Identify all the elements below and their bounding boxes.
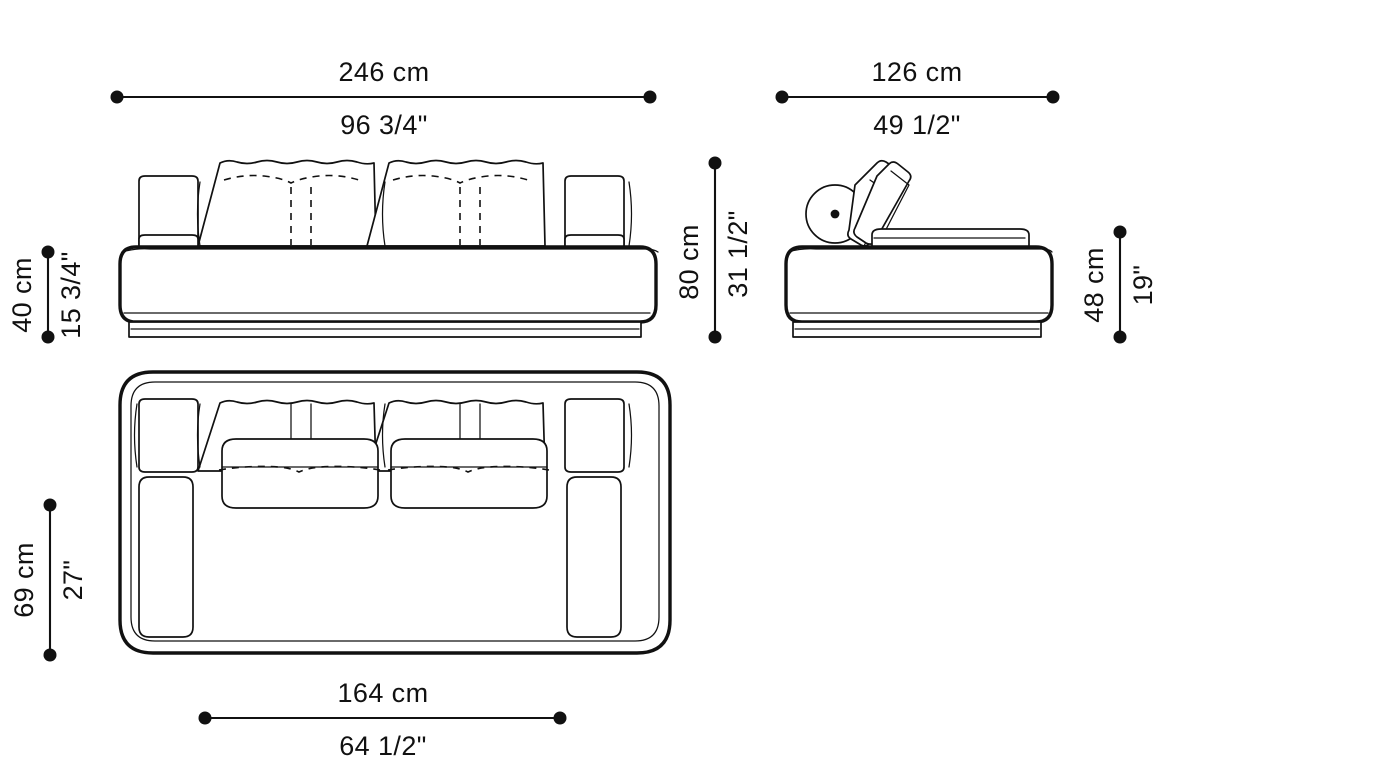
dimension-endpoint-dot: [43, 648, 57, 662]
plan-right-seat-cushion: [387, 438, 550, 509]
dimension-label-imperial: 64 1/2": [339, 731, 426, 761]
dimension-label-imperial: 19": [1128, 265, 1158, 306]
plan-left-arm-back-pad: [133, 398, 199, 473]
side-plinth: [792, 321, 1042, 338]
top-plan-view: [118, 370, 672, 655]
dimension-endpoint-dot: [110, 90, 124, 104]
dimension-plan-seat-width: 164 cm 64 1/2": [198, 678, 567, 761]
side-elevation-view: [784, 159, 1054, 338]
dimension-front-width: 246 cm 96 3/4": [110, 57, 657, 140]
dimension-endpoint-dot: [708, 156, 722, 170]
front-right-back-cushion: [366, 159, 546, 247]
front-elevation-view: [118, 159, 659, 338]
dimension-endpoint-dot: [43, 498, 57, 512]
dimension-endpoint-dot: [1113, 330, 1127, 344]
dimension-endpoint-dot: [708, 330, 722, 344]
dimension-back-height: 48 cm 19": [1079, 225, 1158, 344]
dimension-label-imperial: 27": [58, 560, 88, 601]
dimension-endpoint-dot: [775, 90, 789, 104]
dimension-label-imperial: 49 1/2": [873, 110, 960, 140]
front-base-block: [118, 245, 659, 324]
dimension-label-metric: 246 cm: [339, 57, 430, 87]
dimension-endpoint-dot: [41, 245, 55, 259]
side-back-cushion: [847, 159, 912, 251]
dimension-label-imperial: 15 3/4": [56, 251, 86, 338]
dimension-side-depth: 126 cm 49 1/2": [775, 57, 1060, 140]
dimension-label-metric: 126 cm: [872, 57, 963, 87]
front-left-back-cushion: [196, 159, 377, 247]
dimension-endpoint-dot: [643, 90, 657, 104]
dimension-endpoint-dot: [1046, 90, 1060, 104]
dimension-label-metric: 80 cm: [674, 224, 704, 300]
dimension-seat-height: 40 cm 15 3/4": [7, 245, 86, 344]
front-plinth: [128, 321, 642, 338]
dimension-overall-height: 80 cm 31 1/2": [674, 156, 753, 344]
dimension-endpoint-dot: [41, 330, 55, 344]
plan-left-seat-cushion: [218, 438, 381, 509]
plan-right-arm-rail: [566, 476, 622, 638]
front-left-arm-cushion: [138, 175, 199, 253]
plan-left-arm-rail: [138, 476, 194, 638]
plan-right-arm-back-pad: [564, 398, 633, 473]
dimension-plan-depth: 69 cm 27": [9, 498, 88, 662]
dimension-label-metric: 48 cm: [1079, 247, 1109, 323]
dimension-endpoint-dot: [198, 711, 212, 725]
dimension-label-metric: 164 cm: [338, 678, 429, 708]
side-base-block: [784, 245, 1054, 324]
dimension-endpoint-dot: [1113, 225, 1127, 239]
dimension-label-imperial: 96 3/4": [340, 110, 427, 140]
dimension-label-metric: 69 cm: [9, 542, 39, 618]
front-right-arm-cushion: [564, 175, 633, 253]
dimension-label-imperial: 31 1/2": [723, 210, 753, 297]
dimension-endpoint-dot: [553, 711, 567, 725]
dimension-label-metric: 40 cm: [7, 257, 37, 333]
